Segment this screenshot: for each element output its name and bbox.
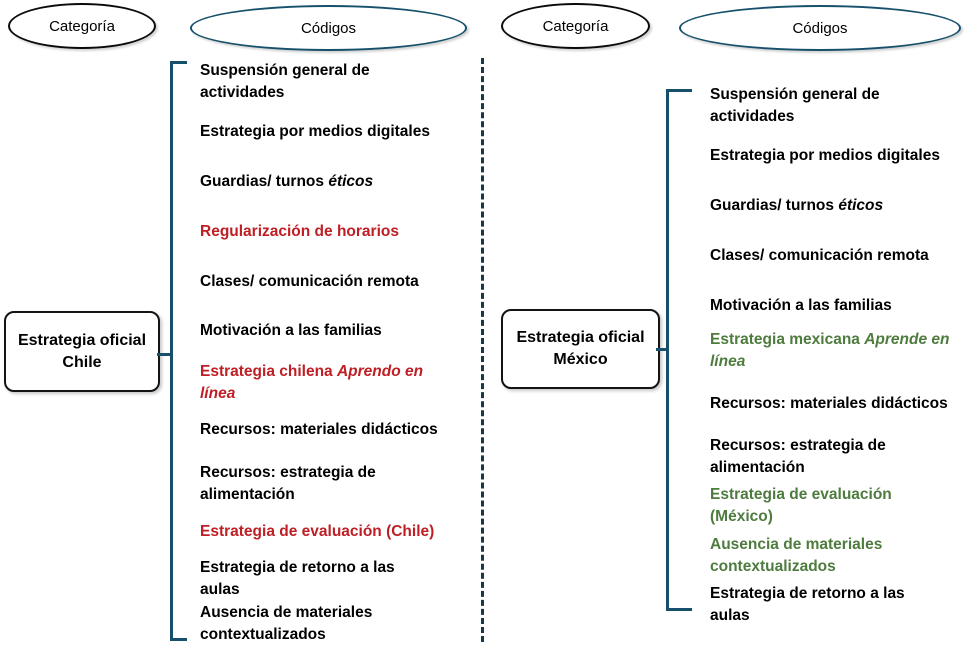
code-item-chile-9: Recursos: estrategia de alimentación	[200, 464, 376, 503]
mexico-category-label: Categoría	[542, 17, 609, 35]
mexico-codes-label: Códigos	[792, 19, 848, 37]
code-item-chile-11: Estrategia de retorno a las aulas	[200, 559, 395, 598]
code-item-chile-10: Estrategia de evaluación (Chile)	[200, 523, 435, 540]
column-divider-dashed-line	[481, 58, 484, 642]
chile-box-line1: Estrategia oficial	[17, 331, 147, 349]
code-item-chile-4: Regularización de horarios	[200, 223, 399, 240]
code-item-mexico-6: Estrategia mexicana Aprende en línea	[710, 331, 950, 370]
code-item-chile-8: Recursos: materiales didácticos	[200, 421, 438, 438]
mexico-category-box-label: Estrategia oficial México	[516, 327, 644, 371]
code-item-mexico-3: Guardias/ turnos éticos	[710, 197, 884, 214]
chile-bracket-top-tick	[170, 61, 187, 64]
code-item-chile-6: Motivación a las familias	[200, 322, 382, 339]
mexico-bracket-bottom-tick	[666, 608, 692, 611]
chile-box-connector	[157, 353, 171, 356]
mexico-category-ellipse: Categoría	[501, 3, 650, 49]
code-item-mexico-5: Motivación a las familias	[710, 297, 892, 314]
code-item-mexico-7: Recursos: materiales didácticos	[710, 395, 948, 412]
mexico-codes-ellipse: Códigos	[679, 5, 961, 51]
mexico-bracket-line	[666, 89, 669, 611]
code-item-chile-1: Suspensión general de actividades	[200, 62, 370, 101]
code-item-chile-12: Ausencia de materiales contextualizados	[200, 604, 373, 643]
code-item-chile-2: Estrategia por medios digitales	[200, 123, 430, 140]
code-item-mexico-11: Estrategia de retorno a las aulas	[710, 585, 905, 624]
code-item-chile-7: Estrategia chilena Aprendo en línea	[200, 363, 424, 402]
chile-bracket-bottom-tick	[170, 638, 187, 641]
code-item-mexico-4: Clases/ comunicación remota	[710, 247, 929, 264]
code-item-chile-5: Clases/ comunicación remota	[200, 273, 419, 290]
chile-category-box-label: Estrategia oficial Chile	[18, 330, 146, 374]
chile-bracket-line	[170, 61, 173, 641]
chile-category-box: Estrategia oficial Chile	[4, 311, 160, 392]
code-item-mexico-10: Ausencia de materiales contextualizados	[710, 536, 883, 575]
mexico-bracket-top-tick	[666, 89, 692, 92]
mexico-box-connector	[656, 348, 666, 351]
code-item-mexico-9: Estrategia de evaluación (México)	[710, 486, 892, 525]
code-item-mexico-8: Recursos: estrategia de alimentación	[710, 437, 886, 476]
chile-codes-ellipse: Códigos	[190, 5, 467, 51]
mexico-category-box: Estrategia oficial México	[501, 309, 660, 389]
code-item-mexico-1: Suspensión general de actividades	[710, 86, 880, 125]
chile-category-ellipse: Categoría	[8, 3, 156, 49]
code-item-mexico-2: Estrategia por medios digitales	[710, 147, 940, 164]
mexico-box-line1: Estrategia oficial	[516, 329, 645, 346]
mexico-box-line2: México	[553, 351, 608, 368]
chile-category-label: Categoría	[49, 17, 115, 35]
chile-codes-label: Códigos	[300, 19, 357, 37]
code-item-chile-3: Guardias/ turnos éticos	[200, 173, 374, 190]
chile-box-line2: Chile	[62, 353, 102, 371]
